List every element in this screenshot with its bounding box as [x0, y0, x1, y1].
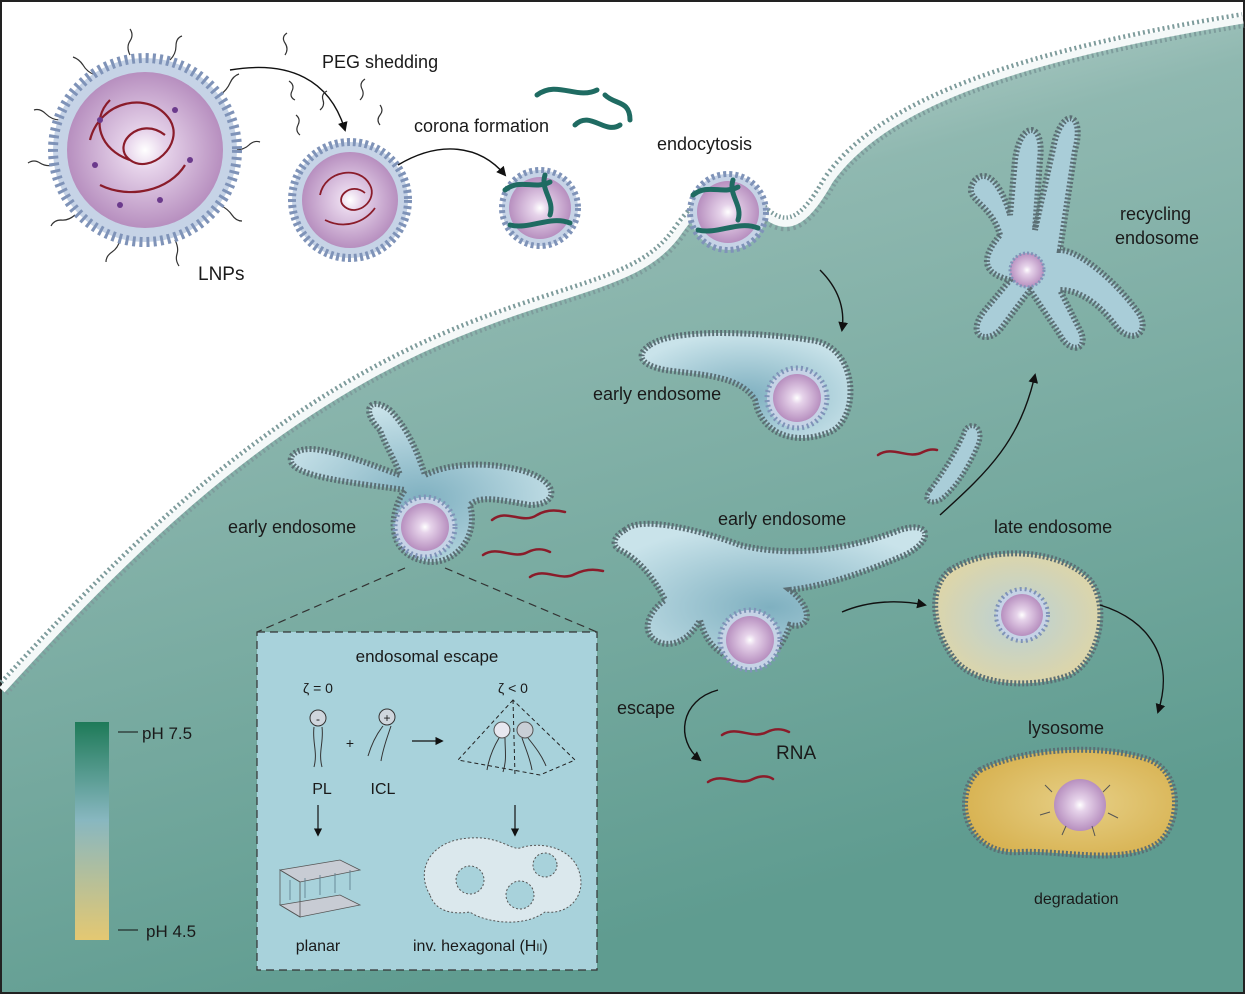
lysosome-arrow — [1099, 604, 1166, 714]
peg-shedding-label: PEG shedding — [322, 52, 438, 72]
zeta-zero-label: ζ = 0 — [303, 680, 333, 696]
early-endosome-center-label: early endosome — [718, 509, 846, 529]
lnps-label: LNPs — [198, 264, 244, 285]
endocytosis-label: endocytosis — [657, 134, 752, 154]
recycling-endosome-label-1: recycling — [1120, 204, 1191, 224]
recycling-endosome-label-2: endosome — [1115, 228, 1199, 248]
early-endosome-center — [611, 423, 983, 673]
lnp-shed — [288, 138, 412, 262]
ph-scale-bar — [75, 722, 109, 940]
hexagonal-label-close: ) — [542, 938, 547, 955]
late-endosome-arrow — [841, 598, 927, 613]
cone-tails — [486, 737, 547, 773]
zeta-negative-label: ζ < 0 — [498, 680, 528, 696]
icl-label: ICL — [371, 781, 396, 798]
hexagonal-label-sub: II — [536, 942, 542, 954]
lnp-with-peg — [27, 28, 261, 267]
hexagonal-label: inv. hexagonal (HII) — [413, 938, 548, 955]
rna-label: RNA — [776, 743, 816, 764]
escape-label: escape — [617, 698, 675, 718]
lysosome — [961, 746, 1178, 859]
rna-strands-escaped — [706, 728, 791, 784]
pl-charge: - — [316, 712, 320, 726]
corona-formation-label: corona formation — [414, 116, 549, 136]
icl-tails — [367, 725, 392, 762]
pl-headgroup — [309, 709, 327, 727]
lysosome-label: lysosome — [1028, 718, 1104, 738]
late-endosome — [932, 550, 1104, 687]
zoom-line-right — [444, 567, 598, 633]
inset-title: endosomal escape — [356, 647, 499, 666]
rna-strands-middle — [481, 448, 939, 579]
ph-bottom-label: pH 4.5 — [146, 922, 196, 941]
planar-bilayer — [278, 859, 362, 918]
early-endosome-top-label: early endosome — [593, 384, 721, 404]
lysosome-degraded-lipids — [1039, 784, 1119, 837]
degradation-label: degradation — [1034, 891, 1119, 908]
lnp-lipid-dots — [92, 107, 193, 208]
late-endosome-label: late endosome — [994, 517, 1112, 537]
peg-shedding-arrow — [229, 66, 348, 132]
endosomal-escape-inset: endosomal escape ζ = 0 ζ < 0 - + + PL IC… — [256, 631, 598, 971]
recycling-arrow — [939, 373, 1039, 516]
lnp-rna-strands — [88, 99, 186, 194]
endocytosis-arrow — [819, 269, 849, 332]
cell-membrane-inner — [0, 16, 1244, 693]
icl-charge: + — [383, 711, 390, 725]
ph-top-label: pH 7.5 — [142, 724, 192, 743]
cone-head-2 — [516, 721, 534, 739]
shed-peg-chains — [282, 32, 383, 136]
pl-tails — [313, 726, 323, 768]
escape-arrow — [684, 689, 719, 762]
zoom-line-left — [256, 567, 406, 633]
plus-sign: + — [346, 735, 354, 751]
pl-label: PL — [312, 781, 332, 798]
hexagonal-label-main: inv. hexagonal (H — [413, 938, 536, 955]
lnp-endocytosed — [687, 171, 769, 253]
cone-center-line — [512, 699, 516, 777]
early-endosome-left — [287, 401, 555, 565]
cone-head-1 — [493, 721, 511, 739]
lnp-with-corona — [499, 167, 581, 249]
inverted-hexagonal-phase — [423, 837, 582, 923]
early-endosome-top — [638, 330, 854, 441]
corona-arrow — [397, 148, 507, 177]
cone-shape — [457, 699, 576, 776]
recycling-endosome — [967, 115, 1146, 351]
planar-label: planar — [296, 938, 341, 955]
free-proteins — [534, 86, 633, 130]
lnp-core — [67, 72, 223, 228]
early-endosome-left-label: early endosome — [228, 517, 356, 537]
icl-headgroup — [378, 708, 396, 726]
